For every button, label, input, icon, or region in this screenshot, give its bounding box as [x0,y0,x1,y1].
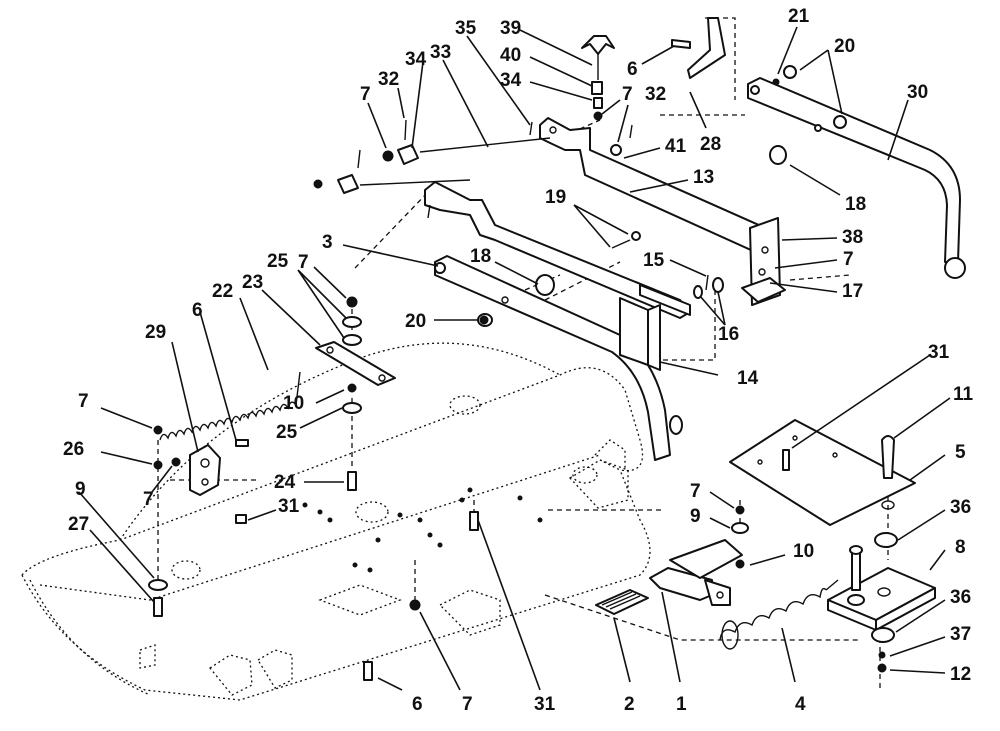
callout-36: 36 [950,497,971,518]
callout-7: 7 [690,481,701,502]
callout-6: 6 [192,300,203,321]
callout-7: 7 [298,252,309,273]
callout-7: 7 [622,84,633,105]
callout-10: 10 [283,393,304,414]
control-rods [313,119,551,219]
callout-6: 6 [627,59,638,80]
callout-36: 36 [950,587,971,608]
callout-7: 7 [843,249,854,270]
callout-15: 15 [643,250,665,271]
callout-5: 5 [955,442,966,463]
bracket-14 [619,297,661,371]
callout-40: 40 [500,45,521,66]
callout-7: 7 [143,489,154,510]
callout-3: 3 [322,232,333,253]
callout-1: 1 [676,694,687,715]
callout-11: 11 [953,384,974,405]
spring-4 [719,579,839,650]
callout-14: 14 [737,368,759,389]
bracket-29 [189,444,221,496]
callout-31: 31 [928,342,950,363]
callout-19: 19 [545,187,566,208]
callout-37: 37 [950,624,971,645]
callout-29: 29 [145,322,166,343]
callout-28: 28 [700,134,721,155]
callout-24: 24 [274,472,296,493]
pedal-pad-2 [595,589,649,615]
callout-38: 38 [842,227,863,248]
callout-30: 30 [907,82,928,103]
callout-35: 35 [455,18,477,39]
callout-9: 9 [75,479,86,500]
hardware [148,296,489,681]
plate-5 [729,419,916,526]
callout-8: 8 [955,537,966,558]
callout-32: 32 [645,84,666,105]
callout-23: 23 [242,272,263,293]
mower-deck [21,342,651,701]
callout-labels: 39 40 34 7 35 33 34 32 7 6 28 32 41 21 2… [63,6,974,715]
bushings [477,65,847,327]
callout-7: 7 [78,391,89,412]
callout-20: 20 [834,36,855,57]
callout-25: 25 [276,422,298,443]
callout-18: 18 [845,194,866,215]
callout-16: 16 [718,324,739,345]
callout-13: 13 [693,167,714,188]
bracket-28 [671,17,726,79]
callout-10: 10 [793,541,814,562]
assembly-guide-lines [157,17,889,690]
plate-23 [315,341,396,386]
callout-21: 21 [788,6,810,27]
grommets-36 [871,532,898,673]
callout-32: 32 [378,69,399,90]
callout-34: 34 [500,70,522,91]
callout-31: 31 [278,496,300,517]
callout-17: 17 [842,281,863,302]
callout-34: 34 [405,49,427,70]
callout-31: 31 [534,694,556,715]
callout-25: 25 [267,251,289,272]
pedal-arm-1 [649,505,749,606]
callout-39: 39 [500,18,521,39]
pin-39-assembly [581,35,633,156]
callout-9: 9 [690,506,701,527]
callout-6: 6 [412,694,423,715]
callout-27: 27 [68,514,89,535]
lift-bar-center [424,181,691,319]
lift-rod-30 [747,77,966,279]
callout-22: 22 [212,281,233,302]
leader-lines [78,26,951,691]
callout-2: 2 [624,694,635,715]
callout-41: 41 [665,136,687,157]
callout-20: 20 [405,311,426,332]
callout-4: 4 [795,694,806,715]
spring-22 [159,371,301,441]
callout-12: 12 [950,664,971,685]
callout-7: 7 [462,694,473,715]
callout-33: 33 [430,42,451,63]
callout-18: 18 [470,246,491,267]
linkage-hardware [611,231,724,299]
callout-7: 7 [360,84,371,105]
callout-26: 26 [63,439,84,460]
